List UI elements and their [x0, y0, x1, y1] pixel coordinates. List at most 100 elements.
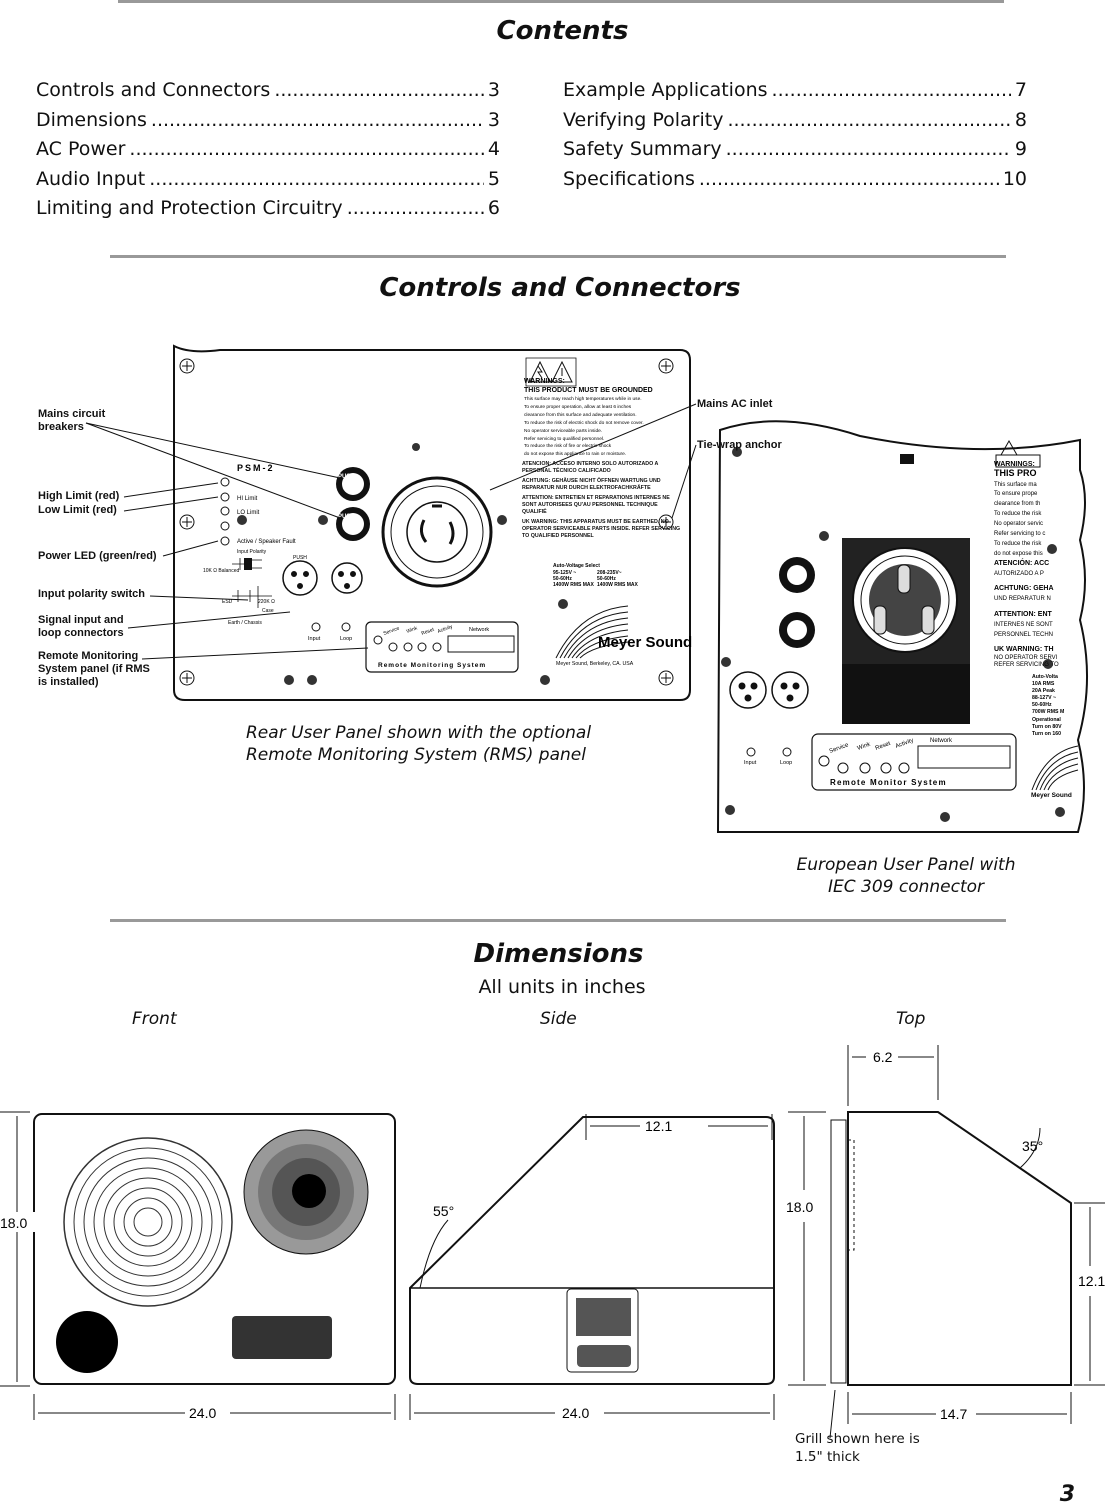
brand-name: Meyer Sound [598, 634, 692, 651]
svg-text:10A RMS: 10A RMS [1032, 681, 1055, 687]
svg-text:ATENCIÓN: ACC: ATENCIÓN: ACC [994, 558, 1049, 567]
toc-entry[interactable]: Audio Input5 [36, 165, 500, 195]
svg-text:clearance from this surface an: clearance from this surface and adequate… [524, 412, 637, 418]
euro-rms-panel: Service Wink Reset Activity Network Remo… [811, 733, 1017, 791]
psm2-label: PSM-2 [237, 463, 275, 473]
dimensions-diagram: 18.0 24.0 12.1 55° 24.0 6.2 35° 18.0 12.… [0, 1045, 1105, 1439]
euro-rating-plate [900, 454, 914, 464]
side-width-dim: 24.0 [562, 1405, 589, 1421]
svg-text:Refer servicing to qualified p: Refer servicing to qualified personnel. [524, 436, 604, 442]
front-handle [232, 1316, 332, 1359]
euro-breaker-2 [779, 612, 815, 648]
svg-text:REFER SERVICING TO: REFER SERVICING TO [994, 662, 1059, 668]
status-leds [220, 477, 230, 546]
svg-text:Remote Monitor System: Remote Monitor System [830, 778, 947, 787]
front-woofer [63, 1137, 233, 1307]
side-handle-grip [577, 1345, 631, 1367]
units-note: All units in inches [478, 976, 646, 998]
front-port [56, 1311, 118, 1373]
caption-euro-panel: European User Panel with IEC 309 connect… [796, 855, 1016, 897]
euro-xlr-loop [771, 671, 809, 709]
svg-text:No operator servic: No operator servic [994, 521, 1043, 527]
front-dimension-lines [0, 1111, 396, 1420]
callout-tiewrap: Tie-wrap anchor [697, 439, 782, 451]
top-dimension-lines [788, 1045, 1105, 1439]
svg-text:UND REPARATUR N: UND REPARATUR N [994, 596, 1051, 602]
brand-address: Meyer Sound, Berkeley, CA. USA [556, 661, 634, 667]
svg-text:Reset: Reset [875, 741, 892, 752]
euro-brand: Meyer Sound [1031, 792, 1072, 799]
top-view [830, 1111, 1072, 1386]
input-jack [311, 622, 321, 632]
svg-text:95-125V ~: 95-125V ~ [553, 570, 576, 576]
svg-text:THIS PRO: THIS PRO [994, 468, 1037, 478]
svg-text:700W RMS M: 700W RMS M [1032, 709, 1064, 715]
svg-text:Turn on 160: Turn on 160 [1032, 731, 1061, 737]
side-handle [576, 1298, 631, 1336]
svg-text:1400W RMS MAX: 1400W RMS MAX [597, 582, 639, 588]
toc-entry[interactable]: Verifying Polarity8 [563, 106, 1027, 136]
iec309-lower [842, 664, 970, 724]
euro-xlr-input [729, 671, 767, 709]
svg-text:Service: Service [383, 625, 401, 636]
grounded-title: THIS PRODUCT MUST BE GROUNDED [524, 387, 653, 394]
toc-entry[interactable]: Limiting and Protection Circuitry6 [36, 194, 500, 224]
euro-warning-icons [995, 439, 1041, 468]
attention-text: ATTENTION: ENTRETIEN ET REPARATIONS INTE… [522, 495, 670, 515]
svg-text:208-235V~: 208-235V~ [597, 570, 622, 576]
rms-panel: Service Wink Reset Activity Network Remo… [365, 621, 519, 673]
side-view [409, 1116, 775, 1385]
callout-mains-inlet: Mains AC inlet [697, 398, 773, 410]
svg-text:50-60Hz: 50-60Hz [1032, 702, 1052, 708]
svg-text:Loop: Loop [780, 760, 792, 766]
front-view [33, 1113, 396, 1385]
top-grill [830, 1119, 847, 1384]
svg-text:PERSONNEL TECHN: PERSONNEL TECHN [994, 632, 1053, 638]
meyer-logo [555, 605, 629, 659]
svg-text:1400W RMS MAX: 1400W RMS MAX [553, 582, 595, 588]
input-label: Input [308, 636, 321, 642]
earth-label: Earth / Chassis [228, 620, 262, 626]
controls-diagram: PSM-2 HI Limit LO Limit Active / Speaker… [85, 344, 1088, 833]
toc-entry[interactable]: AC Power4 [36, 135, 500, 165]
push-label: PUSH [293, 555, 307, 561]
svg-text:WARNINGS:: WARNINGS: [994, 461, 1035, 468]
toc-entry[interactable]: Example Applications7 [563, 76, 1027, 106]
svg-text:Auto-Voltage Select: Auto-Voltage Select [553, 563, 600, 569]
grill-note: Grill shown here is 1.5" thick [795, 1431, 920, 1465]
euro-breaker-1 [779, 557, 815, 593]
svg-text:Remote Monitoring System: Remote Monitoring System [378, 662, 486, 669]
toc-entry[interactable]: Controls and Connectors3 [36, 76, 500, 106]
iec309-connector [852, 547, 958, 653]
top-depth-dim: 6.2 [873, 1049, 893, 1065]
svg-text:50-60Hz: 50-60Hz [553, 576, 572, 582]
atencion-text: ATENCIÓN: ACCESO INTERNO SOLO AUTORIZADO… [522, 461, 659, 474]
dimensions-heading: Dimensions [473, 939, 644, 969]
toc-entry[interactable]: Dimensions3 [36, 106, 500, 136]
svg-text:Wink: Wink [406, 625, 419, 635]
circuit-breaker-1: PUSH [336, 467, 370, 501]
warnings-title: WARNINGS: [524, 378, 565, 385]
caption-rear-panel: Rear User Panel shown with the optional … [246, 723, 592, 765]
input-xlr-connector [282, 560, 318, 596]
contents-heading: Contents [496, 16, 629, 46]
svg-text:Network: Network [469, 627, 489, 633]
svg-text:20A Peak: 20A Peak [1032, 688, 1055, 694]
svg-text:To ensure prope: To ensure prope [994, 491, 1038, 497]
svg-text:88-127V ~: 88-127V ~ [1032, 695, 1056, 701]
loop-xlr-connector [331, 562, 363, 594]
svg-text:50-60Hz: 50-60Hz [597, 576, 616, 582]
callout-lines [85, 403, 697, 660]
toc-entry[interactable]: Specifications10 [563, 165, 1027, 195]
case-label: Case [262, 608, 274, 614]
svg-text:To reduce the risk of electric: To reduce the risk of electric shock do … [524, 420, 644, 426]
toc-entry[interactable]: Safety Summary9 [563, 135, 1027, 165]
svg-text:ATTENTION: ENT: ATTENTION: ENT [994, 611, 1053, 618]
rear-panel-outline [173, 344, 691, 701]
euro-warning-text: WARNINGS: THIS PRO This surface ma To en… [994, 461, 1059, 668]
svg-text:To reduce the risk: To reduce the risk [994, 511, 1042, 517]
small-screws [237, 443, 568, 685]
svg-text:PUSH: PUSH [338, 514, 355, 520]
voltage-spec: Auto-Voltage Select 95-125V ~ 208-235V~ … [553, 563, 639, 588]
callout-power-led: Power LED (green/red) [38, 550, 157, 562]
